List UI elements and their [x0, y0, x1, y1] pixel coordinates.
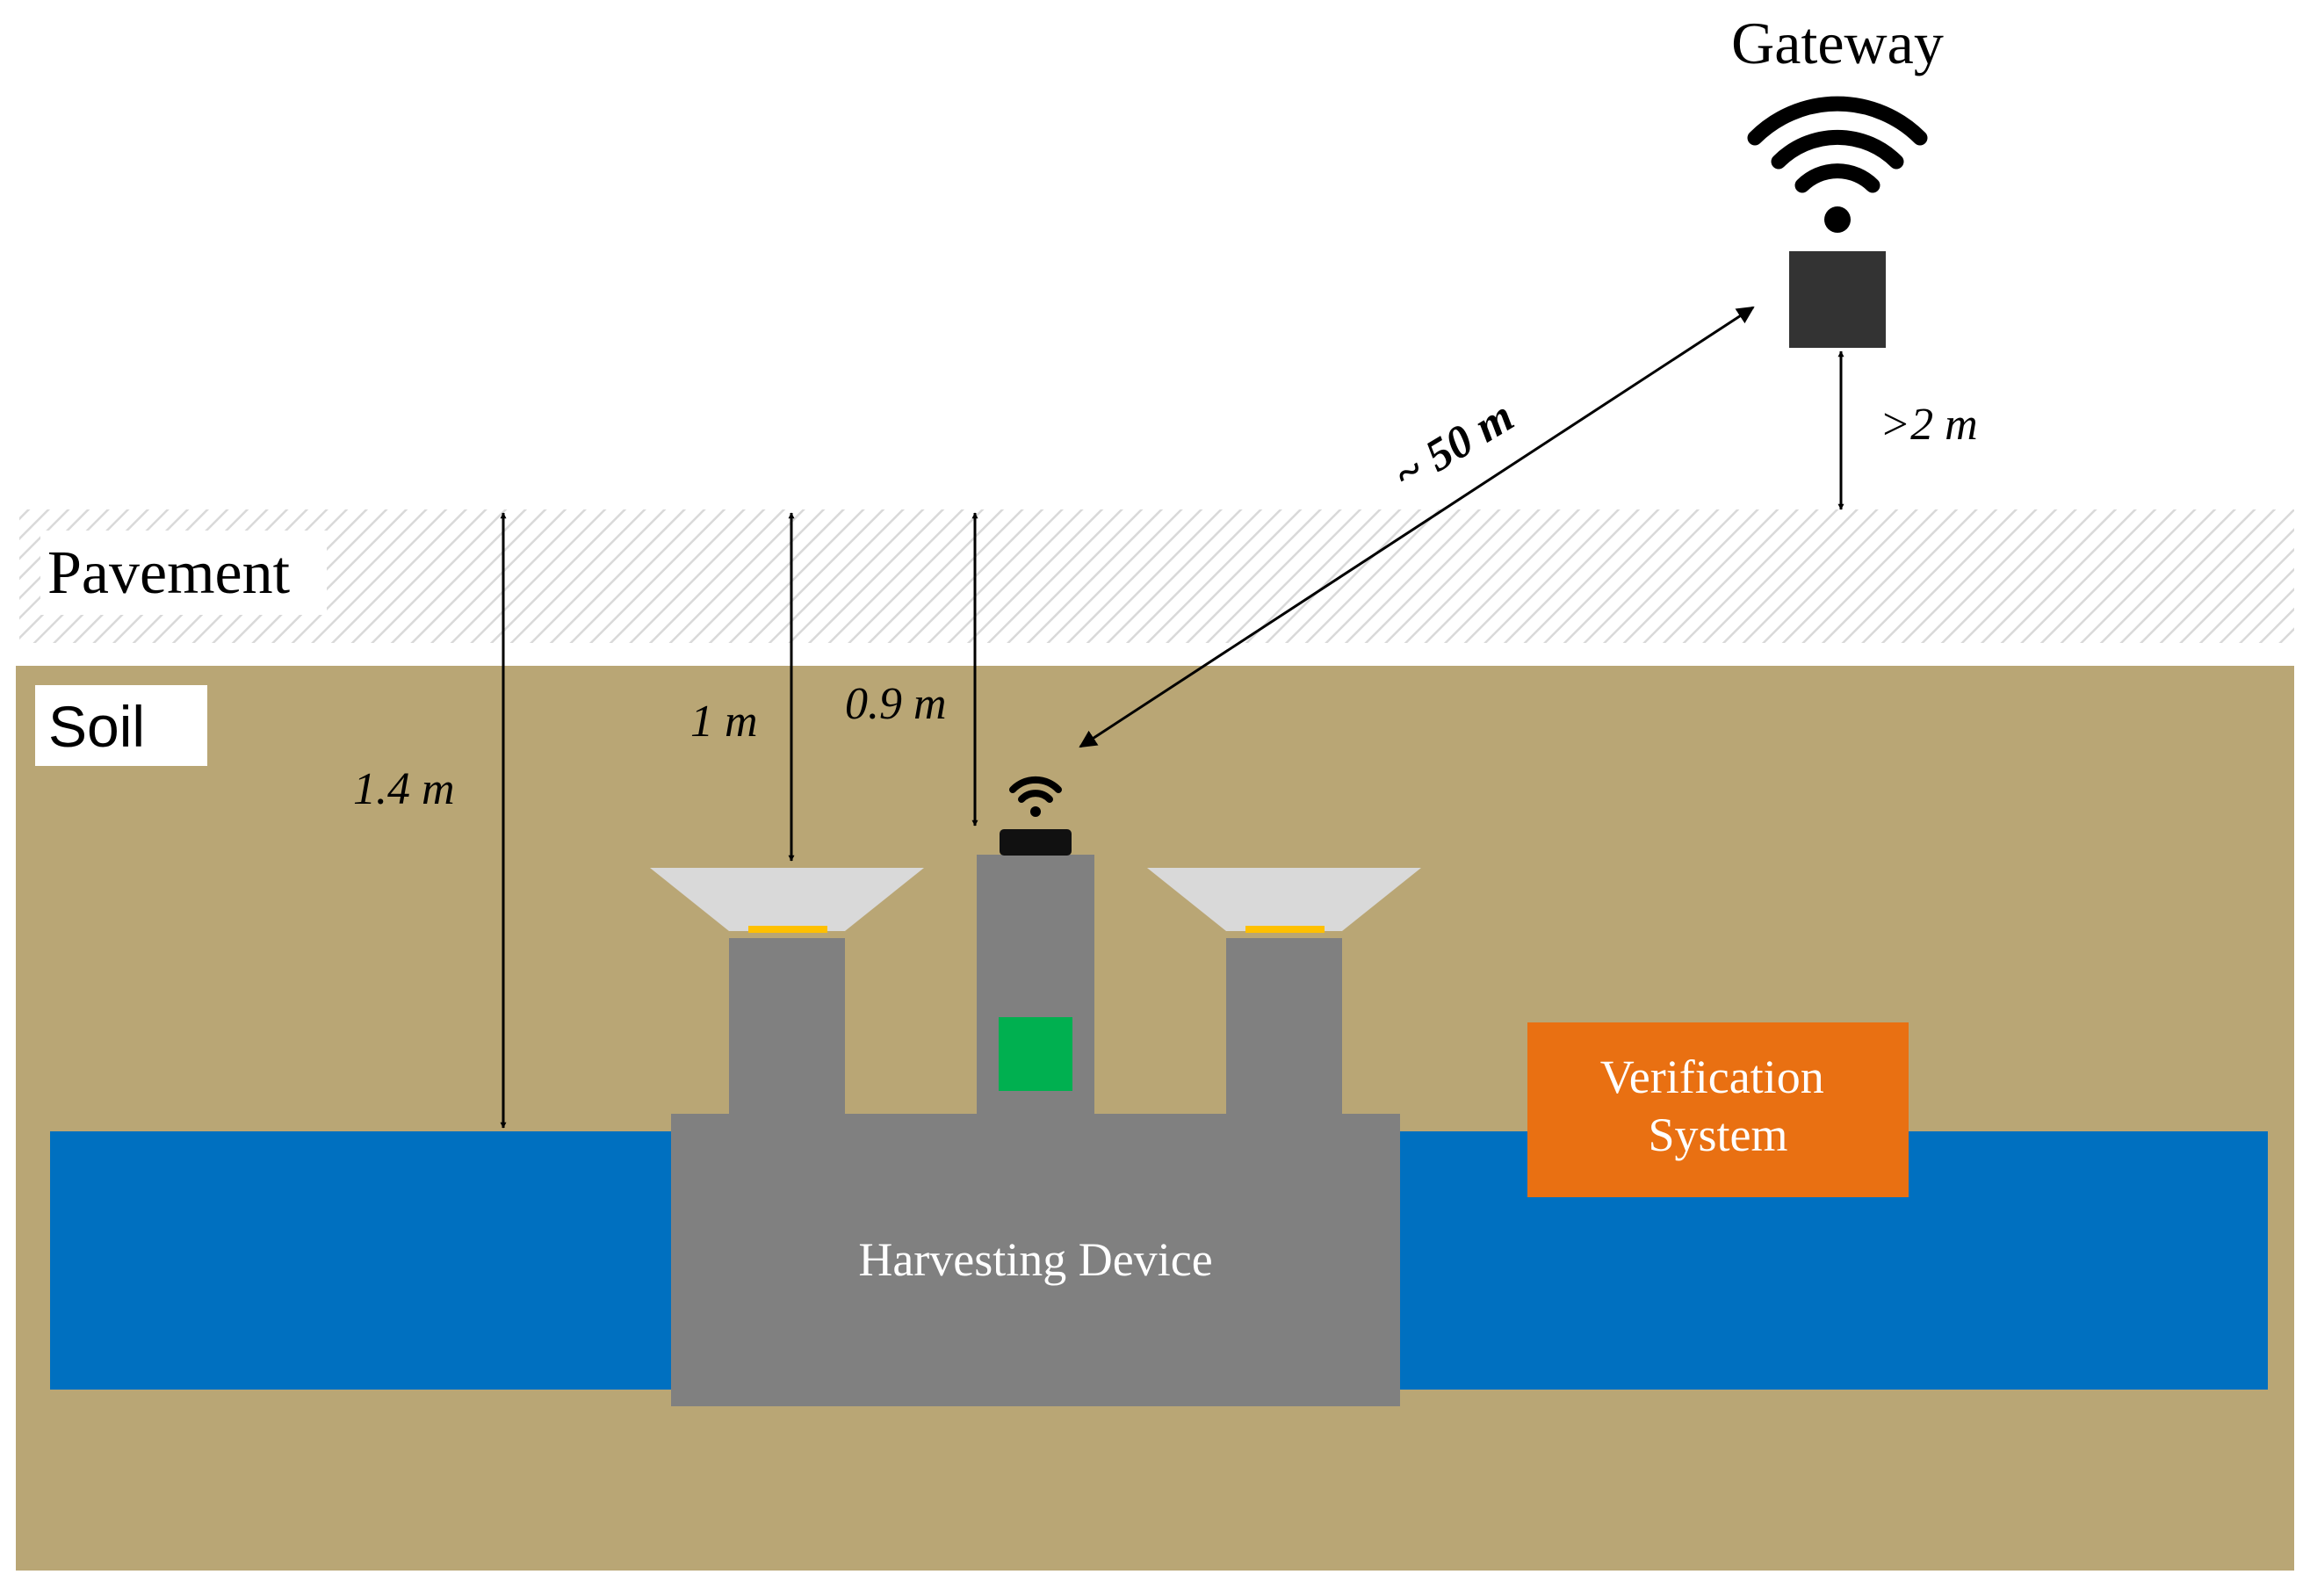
node-depth-label: 0.9 m — [845, 679, 947, 729]
harvesting-device-body — [671, 1114, 1400, 1406]
pipe-depth-label: 1.4 m — [353, 764, 455, 814]
right-harvester-strip — [1245, 926, 1325, 933]
gateway-label: Gateway — [1731, 10, 1944, 76]
verification-line-2: System — [1648, 1109, 1787, 1161]
verification-system — [1527, 1022, 1909, 1197]
left-turbine-column — [729, 938, 845, 1133]
gateway-wifi-icon — [1747, 96, 1928, 233]
harvesting-device-label: Harvesting Device — [858, 1233, 1212, 1286]
center-tower — [977, 855, 1094, 1133]
pavement-label: Pavement — [47, 539, 291, 607]
left-funnel — [650, 868, 924, 931]
range-arrow — [1079, 306, 1755, 748]
node-wifi-icon — [1009, 776, 1062, 817]
verification-system-label: Verification System — [1600, 1051, 1836, 1161]
verification-line-1: Verification — [1600, 1051, 1824, 1103]
right-funnel — [1147, 868, 1421, 931]
soil-label: Soil — [48, 694, 145, 759]
right-turbine-column — [1226, 938, 1342, 1133]
soil-label-box — [35, 685, 207, 766]
left-harvester-strip — [748, 926, 827, 933]
gateway-box — [1789, 251, 1886, 348]
sensor-node — [1000, 829, 1072, 856]
sensor-module — [999, 1017, 1072, 1091]
pavement-layer — [19, 509, 2294, 643]
funnel-depth-label: 1 m — [690, 697, 758, 747]
range-label: ~ 50 m — [1385, 391, 1522, 501]
gateway-height-label: >2 m — [1880, 400, 1978, 450]
pavement-label-box — [40, 531, 327, 615]
